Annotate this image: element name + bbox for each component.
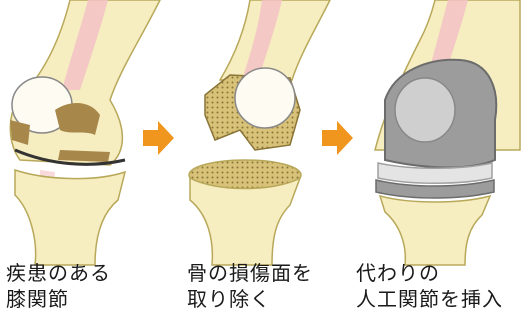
- caption-diseased-knee: 疾患のある 膝関節: [6, 260, 111, 312]
- arrow-icon: [143, 121, 174, 155]
- panel-bone-removal: [189, 0, 330, 265]
- patella: [395, 78, 455, 142]
- caption-line: 骨の損傷面を: [187, 260, 313, 286]
- caption-line: 取り除く: [187, 286, 313, 312]
- arrow-icon: [322, 121, 353, 155]
- panel-implant-inserted: [375, 0, 520, 265]
- caption-line: 疾患のある: [6, 260, 111, 286]
- tibia-bone: [380, 196, 490, 265]
- caption-implant-inserted: 代わりの 人工関節を挿入: [356, 260, 503, 312]
- caption-line: 膝関節: [6, 286, 111, 312]
- tibia-bone: [15, 170, 125, 265]
- panel-diseased-knee: [10, 0, 160, 265]
- patella: [235, 68, 295, 128]
- tibia-bone: [190, 178, 300, 265]
- caption-line: 人工関節を挿入: [356, 286, 503, 312]
- damaged-cartilage: [58, 150, 110, 162]
- caption-line: 代わりの: [356, 260, 503, 286]
- caption-bone-removal: 骨の損傷面を 取り除く: [187, 260, 313, 312]
